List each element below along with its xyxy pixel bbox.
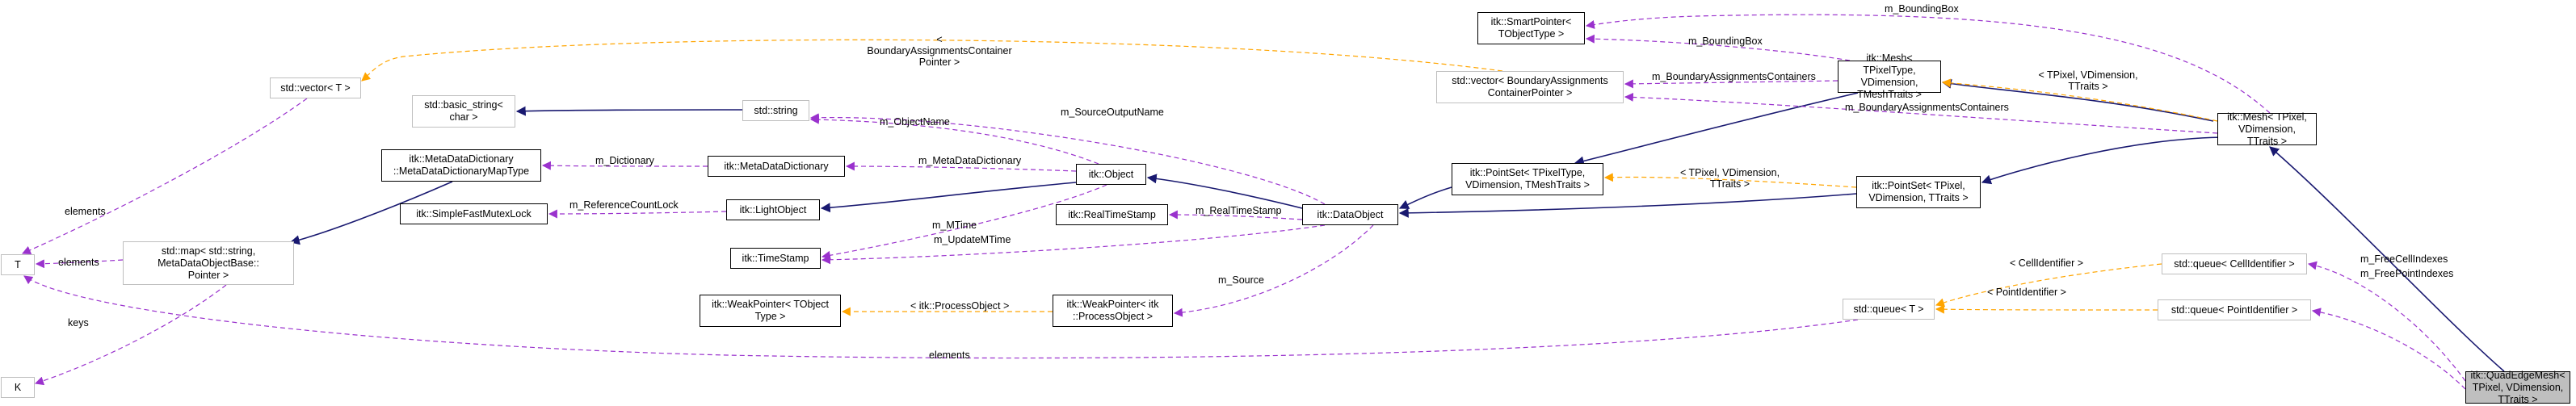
edge-pointset-tpixeltype-to-mesh-tpixeltype: [1574, 92, 1859, 166]
edge-m-referencecountlock: [548, 209, 727, 219]
edge-m-metadatadictionary: [845, 161, 1077, 172]
edge-m-boundingbox-smart: [1585, 14, 2271, 114]
edge-label-m-mtime: m_MTime: [932, 220, 977, 231]
edge-m-boundaryassignments-1: [1624, 79, 1838, 89]
edge-pointidentifier: [1935, 304, 2158, 314]
edge-m-objectname: [809, 115, 1099, 165]
edge-label-tpixel-vdimension-ttraits-2: < TPixel, VDimension, TTraits >: [1679, 167, 1780, 190]
edge-mesh-tpixel-to-quadedge: [2269, 146, 2505, 372]
node-quadedge-mesh[interactable]: itk::QuadEdgeMesh< TPixel, VDimension, T…: [2465, 370, 2570, 405]
edge-label-itk-processobject: < itk::ProcessObject >: [910, 300, 1010, 312]
node-simplefastmutexlock[interactable]: itk::SimpleFastMutexLock: [400, 203, 548, 224]
node-basic-string[interactable]: std::basic_string< char >: [412, 95, 515, 128]
edge-m-sourceoutputname: [809, 113, 1326, 205]
edge-lightobject-to-object: [820, 182, 1077, 213]
edge-m-freecellindexes: [2307, 261, 2466, 382]
edge-label-elements-map: elements: [58, 257, 99, 268]
node-metadatadictionary-maptype[interactable]: itk::MetaDataDictionary ::MetaDataDictio…: [381, 149, 541, 182]
edge-keys: [34, 284, 227, 386]
node-weakpointer-tobject[interactable]: itk::WeakPointer< TObject Type >: [700, 295, 841, 327]
edge-m-boundingbox: [1585, 34, 1851, 61]
node-queue-pointidentifier[interactable]: std::queue< PointIdentifier >: [2158, 299, 2311, 320]
edge-label-m-freecellindexes: m_FreeCellIndexes: [2360, 253, 2448, 265]
edge-m-freepointindexes: [2311, 308, 2466, 390]
edge-tpixel-template-2: [1603, 173, 1857, 188]
node-std-queue-t[interactable]: std::queue< T >: [1843, 299, 1935, 320]
node-dataobject[interactable]: itk::DataObject: [1302, 204, 1398, 225]
edge-label-m-freepointindexes: m_FreePointIndexes: [2360, 268, 2454, 279]
node-pointset-tpixeltype[interactable]: itk::PointSet< TPixelType, VDimension, T…: [1452, 163, 1603, 195]
edge-label-m-sourceoutputname: m_SourceOutputName: [1061, 107, 1164, 118]
edge-label-pointidentifier: < PointIdentifier >: [1987, 287, 2066, 298]
node-realtimestamp[interactable]: itk::RealTimeStamp: [1056, 204, 1168, 225]
edge-m-realtimestamp: [1168, 210, 1303, 220]
edge-mesh-tpixeltype-inherit: [1941, 78, 2214, 122]
edge-label-cellidentifier: < CellIdentifier >: [2010, 257, 2084, 269]
node-std-vector-t[interactable]: std::vector< T >: [270, 77, 361, 98]
edge-label-m-objectname: m_ObjectName: [880, 116, 950, 128]
edge-label-boundary-assignments-container: < BoundaryAssignmentsContainer Pointer >: [867, 34, 1012, 68]
edge-label-tpixel-vdimension-ttraits-1: < TPixel, VDimension, TTraits >: [2038, 69, 2138, 92]
edge-label-elements-queue: elements: [929, 349, 970, 361]
edge-basic-string-to-string: [515, 106, 743, 116]
edge-label-m-updatemtime: m_UpdateMTime: [934, 234, 1011, 245]
edge-label-m-dictionary: m_Dictionary: [595, 155, 654, 166]
edge-label-elements-vector: elements: [65, 206, 106, 217]
edge-dataobject-to-pointset-tpixel: [1398, 193, 1857, 218]
edge-label-keys: keys: [68, 317, 89, 329]
node-pointset-tpixel[interactable]: itk::PointSet< TPixel, VDimension, TTrai…: [1856, 176, 1981, 208]
node-lightobject[interactable]: itk::LightObject: [726, 199, 820, 220]
node-std-map[interactable]: std::map< std::string, MetaDataObjectBas…: [123, 241, 294, 285]
edge-m-mtime: [821, 184, 1107, 260]
edge-object-to-dataobject: [1146, 174, 1303, 209]
node-mesh-tpixeltype[interactable]: itk::Mesh< TPixelType, VDimension, TMesh…: [1838, 52, 1941, 100]
node-timestamp[interactable]: itk::TimeStamp: [730, 248, 821, 269]
edge-cellidentifier: [1935, 263, 2162, 308]
edge-m-updatemtime: [821, 224, 1326, 265]
edge-label-m-boundingbox: m_BoundingBox: [1688, 36, 1763, 47]
node-mesh-tpixel[interactable]: itk::Mesh< TPixel, VDimension, TTraits >: [2217, 111, 2317, 147]
node-object[interactable]: itk::Object: [1076, 164, 1146, 185]
edge-pointset-tpixel-to-mesh: [1981, 136, 2230, 185]
edge-label-m-boundingbox-top: m_BoundingBox: [1885, 3, 1959, 15]
edge-label-m-realtimestamp: m_RealTimeStamp: [1196, 205, 1282, 216]
edge-label-m-boundaryassignmentscontainers-1: m_BoundaryAssignmentsContainers: [1652, 71, 1816, 82]
edge-label-m-metadatadictionary: m_MetaDataDictionary: [918, 155, 1022, 166]
edge-tpixel-template-1: [1941, 78, 2218, 122]
node-vector-boundary-assignments[interactable]: std::vector< BoundaryAssignments Contain…: [1436, 71, 1624, 103]
node-std-string[interactable]: std::string: [742, 100, 809, 121]
node-smart-pointer[interactable]: itk::SmartPointer< TObjectType >: [1477, 12, 1585, 44]
node-weakpointer-processobject[interactable]: itk::WeakPointer< itk ::ProcessObject >: [1053, 295, 1173, 327]
edge-m-dictionary: [541, 161, 708, 170]
edge-elements-vector: [21, 98, 308, 255]
edge-dataobject-to-pointset-tpixeltype: [1398, 186, 1452, 209]
edge-label-m-boundaryassignmentscontainers-2: m_BoundaryAssignmentsContainers: [1845, 102, 2009, 113]
edge-label-m-referencecountlock: m_ReferenceCountLock: [569, 199, 679, 211]
node-t[interactable]: T: [1, 254, 35, 275]
node-metadatadictionary[interactable]: itk::MetaDataDictionary: [708, 156, 845, 177]
edge-maptype-to-map: [289, 181, 453, 245]
node-k[interactable]: K: [1, 377, 35, 398]
edge-elements-map: [35, 259, 124, 269]
edge-label-m-source: m_Source: [1218, 274, 1264, 286]
edge-elements-queue: [23, 275, 1859, 359]
node-queue-cellidentifier[interactable]: std::queue< CellIdentifier >: [2162, 253, 2307, 274]
